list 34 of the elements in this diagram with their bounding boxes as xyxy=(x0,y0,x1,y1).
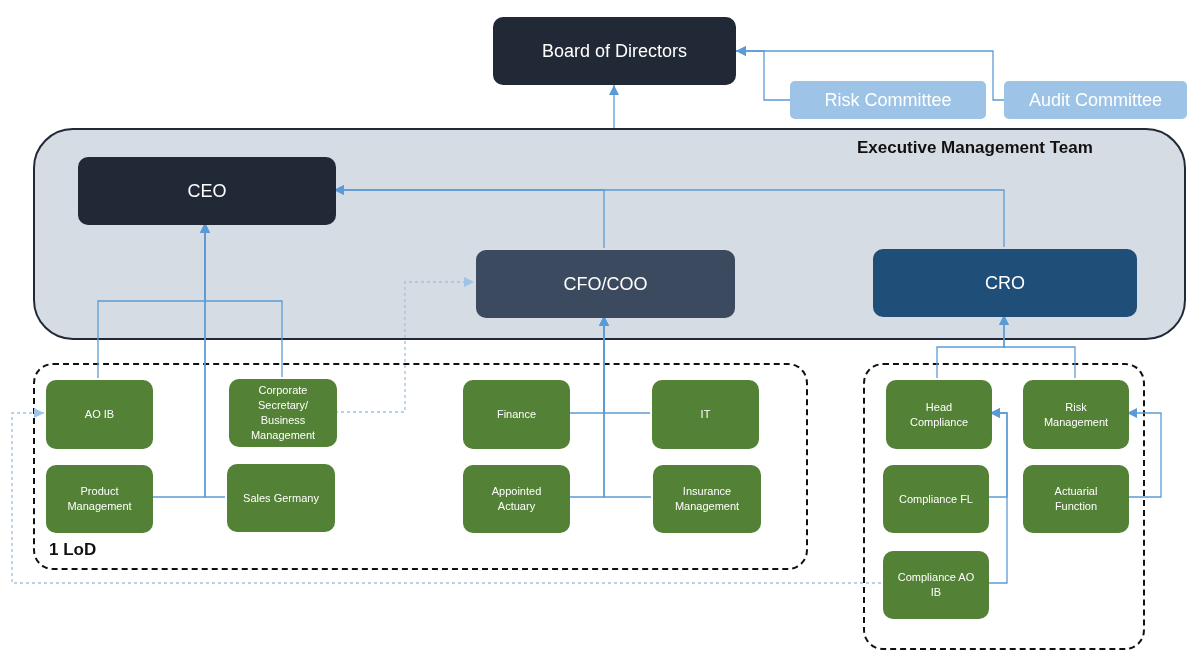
dashed-group xyxy=(863,363,1145,650)
board-box: Board of Directors xyxy=(493,17,736,85)
group-heading: Executive Management Team xyxy=(857,138,1093,158)
unit-box: Finance xyxy=(463,380,570,449)
connector-arrow xyxy=(11,408,882,584)
group-heading: 1 LoD xyxy=(49,540,97,560)
connector-arrow xyxy=(735,46,1005,101)
connector-arrow xyxy=(334,277,475,413)
unit-box: IT xyxy=(652,380,759,449)
team-panel xyxy=(33,128,1186,340)
connector-arrow xyxy=(999,314,1076,379)
dashed-group xyxy=(33,363,808,570)
connector-arrow xyxy=(200,222,226,498)
unit-box: Head Compliance xyxy=(886,380,992,449)
connector-arrow xyxy=(333,185,1005,248)
connector-arrow xyxy=(609,84,619,129)
unit-box: Appointed Actuary xyxy=(463,465,570,533)
executive-box: CRO xyxy=(873,249,1137,317)
unit-box: Compliance AO IB xyxy=(883,551,989,619)
unit-box: Insurance Management xyxy=(653,465,761,533)
committee-box: Audit Committee xyxy=(1004,81,1187,119)
connector-arrow xyxy=(1126,408,1162,498)
unit-box: Corporate Secretary/ Business Management xyxy=(229,379,337,447)
connector-arrow xyxy=(986,408,1008,584)
unit-box: Sales Germany xyxy=(227,464,335,532)
unit-box: Product Management xyxy=(46,465,153,533)
unit-box: Risk Management xyxy=(1023,380,1129,449)
unit-box: Compliance FL xyxy=(883,465,989,533)
executive-box: CFO/COO xyxy=(476,250,735,318)
connector-arrow xyxy=(599,315,652,498)
unit-box: Actuarial Function xyxy=(1023,465,1129,533)
unit-box: AO IB xyxy=(46,380,153,449)
committee-box: Risk Committee xyxy=(790,81,986,119)
executive-box: CEO xyxy=(78,157,336,225)
